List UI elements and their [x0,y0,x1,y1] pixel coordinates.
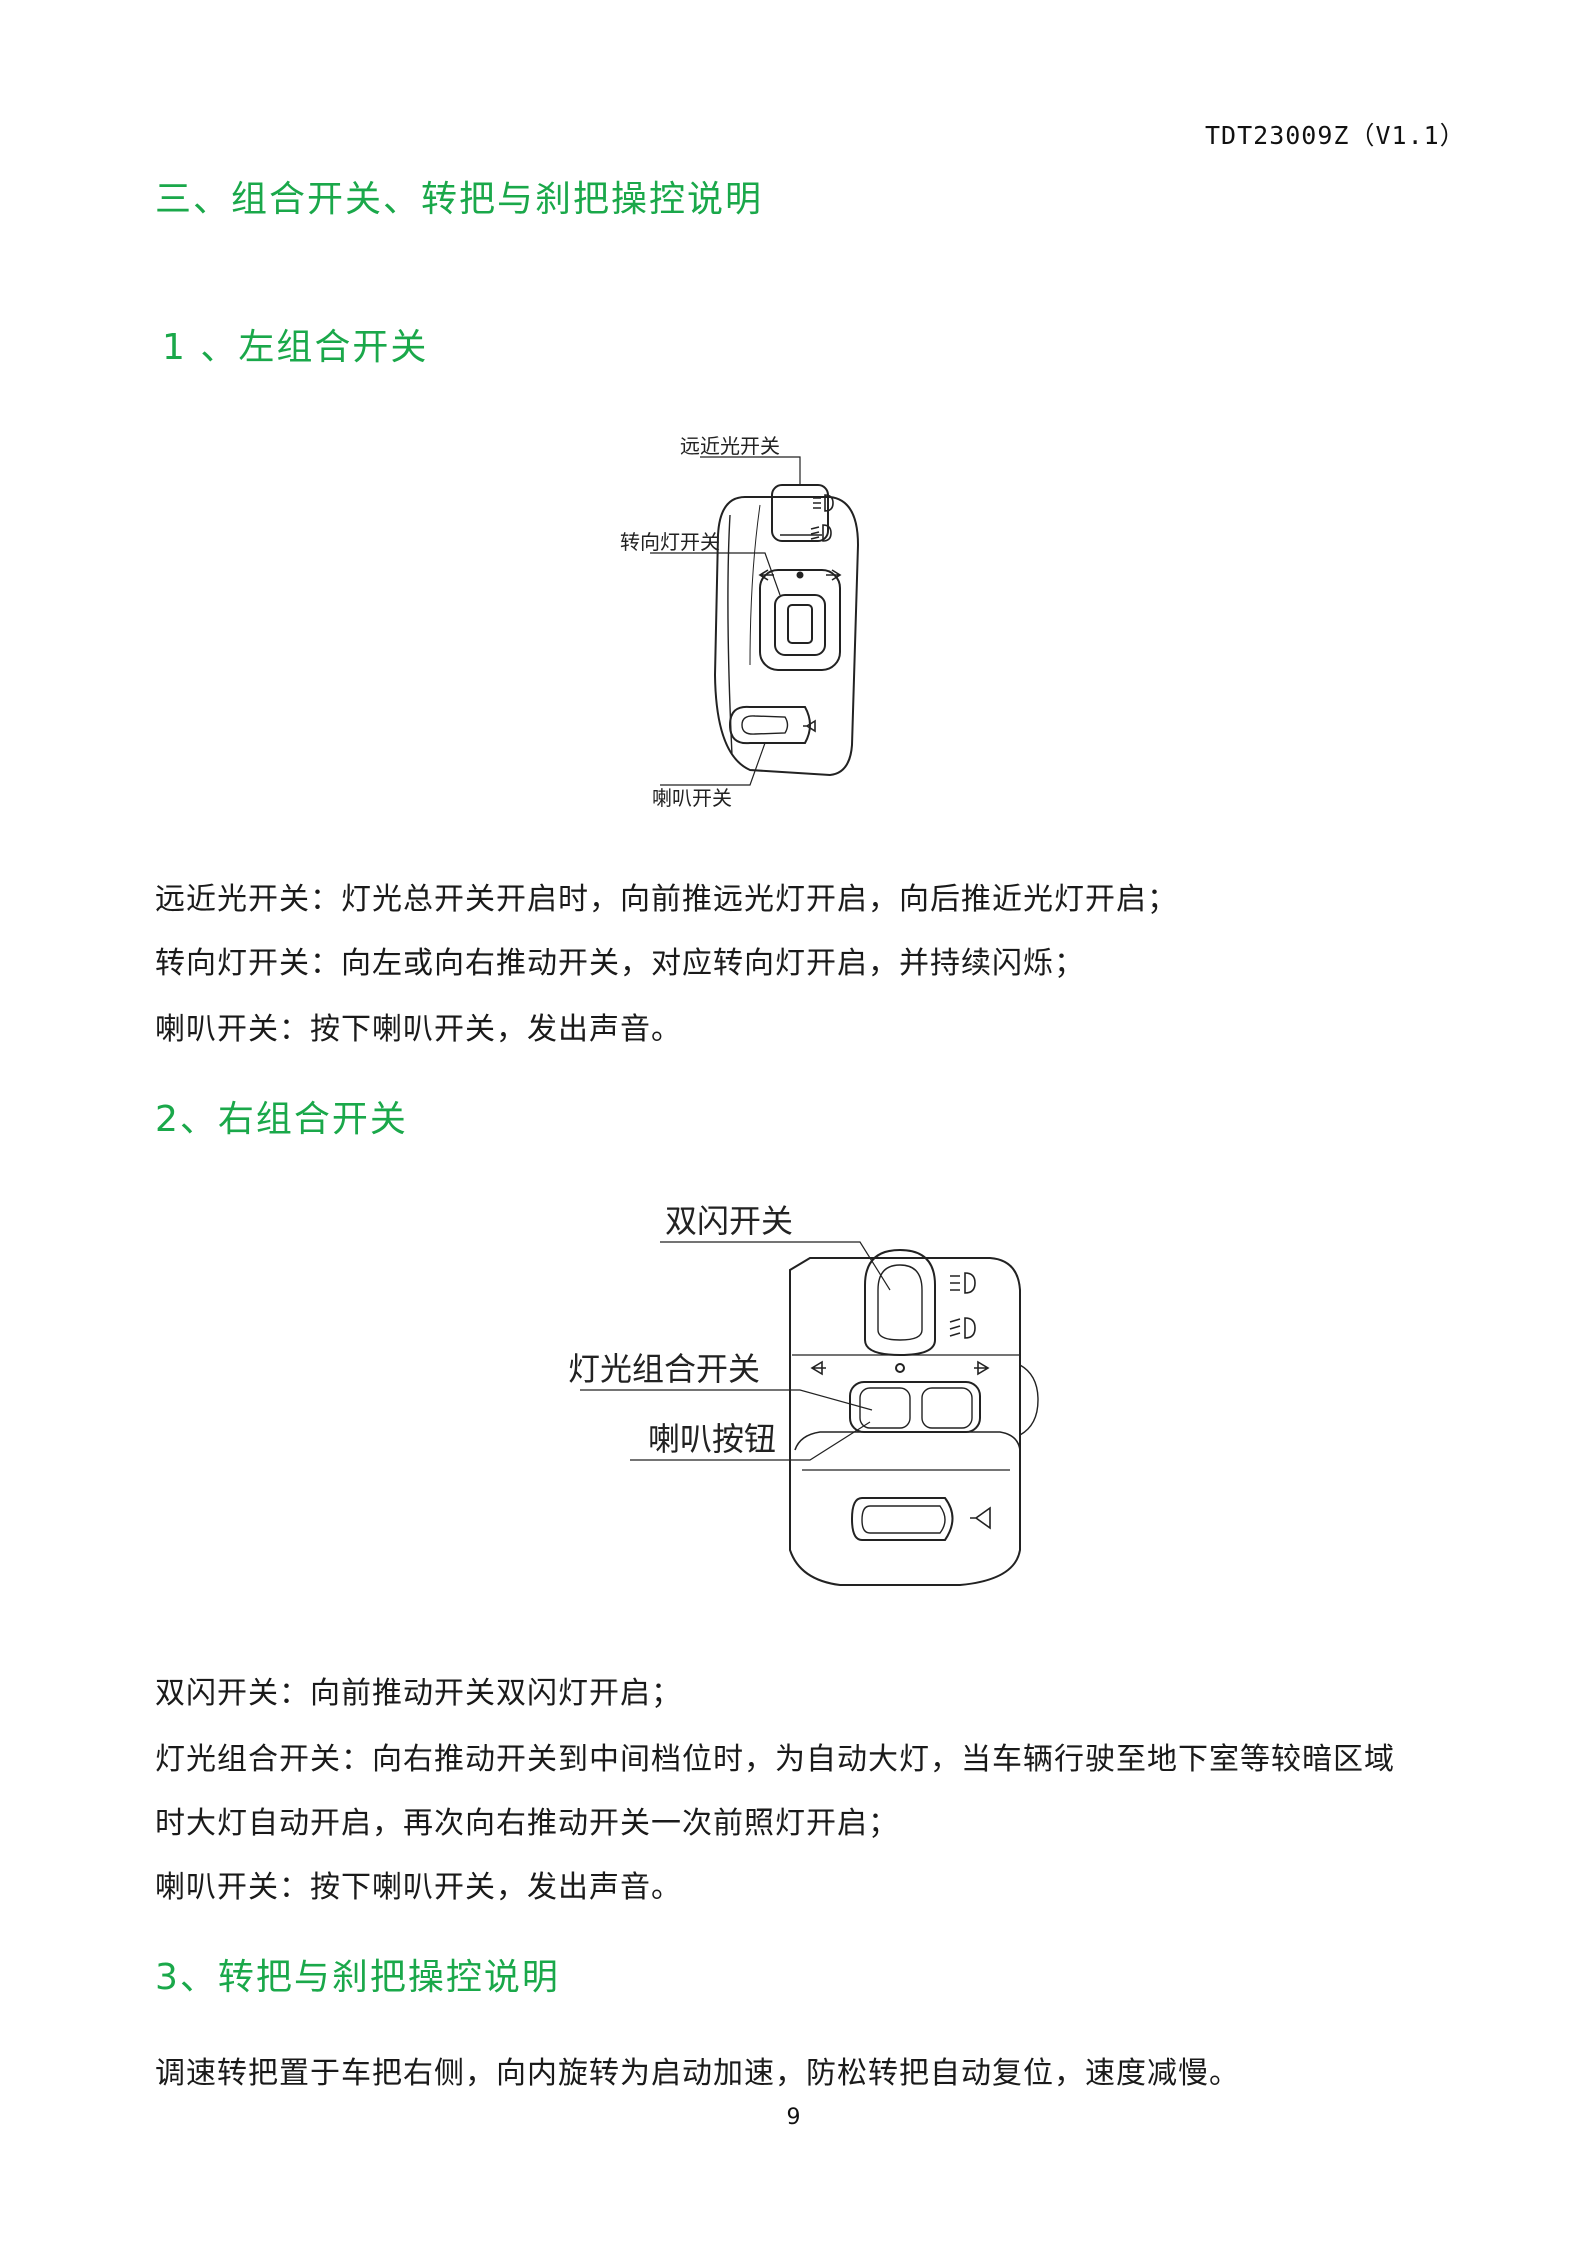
turn-switch-label: 转向灯开关 [620,530,720,554]
left-switch-figure: 远近光开关 转向灯开关 喇叭开关 [600,425,1000,815]
hazard-switch-label: 双闪开关 [665,1202,793,1240]
horn-switch-label: 喇叭开关 [652,786,732,810]
document-code: TDT23009Z（V1.1） [1205,121,1466,150]
left-switch-drawing: 远近光开关 转向灯开关 喇叭开关 [620,434,860,810]
right-switch-para-3: 时大灯自动开启，再次向右推动开关一次前照灯开启； [155,1806,899,1841]
horn-button-label: 喇叭按钮 [648,1420,776,1458]
left-switch-heading: 1 、左组合开关 [162,327,429,368]
right-switch-para-2: 灯光组合开关：向右推动开关到中间档位时，为自动大灯，当车辆行驶至地下室等较暗区域 [155,1742,1395,1777]
section-title: 三、组合开关、转把与刹把操控说明 [155,179,764,220]
left-switch-para-1: 远近光开关：灯光总开关开启时，向前推远光灯开启，向后推近光灯开启； [155,882,1178,917]
right-switch-drawing: 双闪开关 灯光组合开关 喇叭按钮 [568,1202,1039,1586]
light-switch-label: 灯光组合开关 [568,1350,760,1388]
left-switch-para-3: 喇叭开关：按下喇叭开关，发出声音。 [155,1012,682,1047]
right-switch-para-4: 喇叭开关：按下喇叭开关，发出声音。 [155,1870,682,1905]
right-switch-heading: 2、右组合开关 [155,1099,408,1140]
throttle-heading: 3、转把与刹把操控说明 [155,1957,560,1998]
beam-switch-label: 远近光开关 [680,434,780,458]
left-switch-para-2: 转向灯开关：向左或向右推动开关，对应转向灯开启，并持续闪烁； [155,946,1085,981]
throttle-para-1: 调速转把置于车把右侧，向内旋转为启动加速，防松转把自动复位，速度减慢。 [155,2056,1240,2091]
page-number: 9 [786,2105,801,2130]
right-switch-figure: 双闪开关 灯光组合开关 喇叭按钮 [560,1190,1050,1600]
right-switch-para-1: 双闪开关：向前推动开关双闪灯开启； [155,1676,682,1711]
